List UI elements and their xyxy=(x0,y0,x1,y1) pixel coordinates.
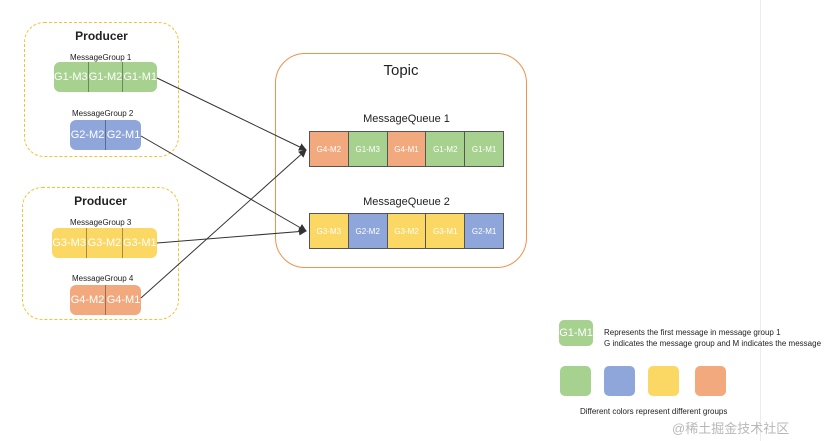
legend-swatch-g1 xyxy=(560,366,591,396)
queue-message-cell: G4-M2 xyxy=(310,132,349,166)
queue-message-cell: G1-M1 xyxy=(465,132,503,166)
producer-box-1: Producer xyxy=(24,22,179,157)
message-cell: G2-M1 xyxy=(106,129,141,141)
producer-title: Producer xyxy=(74,194,127,208)
message-queue-2-label: MessageQueue 2 xyxy=(363,196,450,208)
arrow-group1-to-queue1 xyxy=(156,77,307,151)
legend-sample-badge: G1-M1 xyxy=(559,320,593,346)
message-cell: G3-M3 xyxy=(52,228,88,258)
topic-title: Topic xyxy=(383,62,419,79)
message-cell: G3-M2 xyxy=(87,228,123,258)
watermark: @稀土掘金技术社区 xyxy=(672,421,790,436)
queue-message-cell: G3-M1 xyxy=(426,214,466,248)
producer-title: Producer xyxy=(75,29,128,43)
arrow-group2-to-queue2 xyxy=(140,135,307,232)
arrow-group3-to-queue2 xyxy=(156,227,307,244)
producer-box-2: Producer xyxy=(22,187,179,320)
message-cell: G3-M1 xyxy=(123,237,157,249)
message-group-label: MessageGroup 4 xyxy=(72,274,134,283)
queue-message-cell: G1-M3 xyxy=(348,132,388,166)
message-cell: G1-M3 xyxy=(54,62,89,92)
message-cell: G4-M2 xyxy=(70,285,106,315)
message-cell: G4-M1 xyxy=(106,294,141,306)
queue-message-cell: G3-M2 xyxy=(387,214,427,248)
message-cell: G1-M2 xyxy=(89,62,124,92)
queue-message-cell: G2-M2 xyxy=(348,214,388,248)
queue-message-cell: G1-M2 xyxy=(426,132,466,166)
message-group-label: MessageGroup 2 xyxy=(72,109,134,118)
legend-swatch-g2 xyxy=(604,366,635,396)
page-edge-divider xyxy=(760,0,761,441)
legend-swatch-g3 xyxy=(648,366,679,396)
message-cell: G1-M1 xyxy=(123,71,157,83)
legend-caption: Different colors represent different gro… xyxy=(580,407,728,416)
legend-line-2: G indicates the message group and M indi… xyxy=(604,339,822,348)
legend-line-1: Represents the first message in message … xyxy=(604,328,781,337)
legend-swatch-g4 xyxy=(695,366,726,396)
message-queue-1-label: MessageQueue 1 xyxy=(363,113,450,125)
message-group-label: MessageGroup 3 xyxy=(70,218,132,227)
message-cell: G2-M2 xyxy=(70,120,106,150)
topic-box: Topic xyxy=(275,53,527,268)
message-group-label: MessageGroup 1 xyxy=(70,53,132,62)
queue-message-cell: G2-M1 xyxy=(465,214,503,248)
queue-message-cell: G3-M3 xyxy=(310,214,349,248)
queue-message-cell: G4-M1 xyxy=(387,132,427,166)
arrow-group4-to-queue1 xyxy=(140,149,307,299)
